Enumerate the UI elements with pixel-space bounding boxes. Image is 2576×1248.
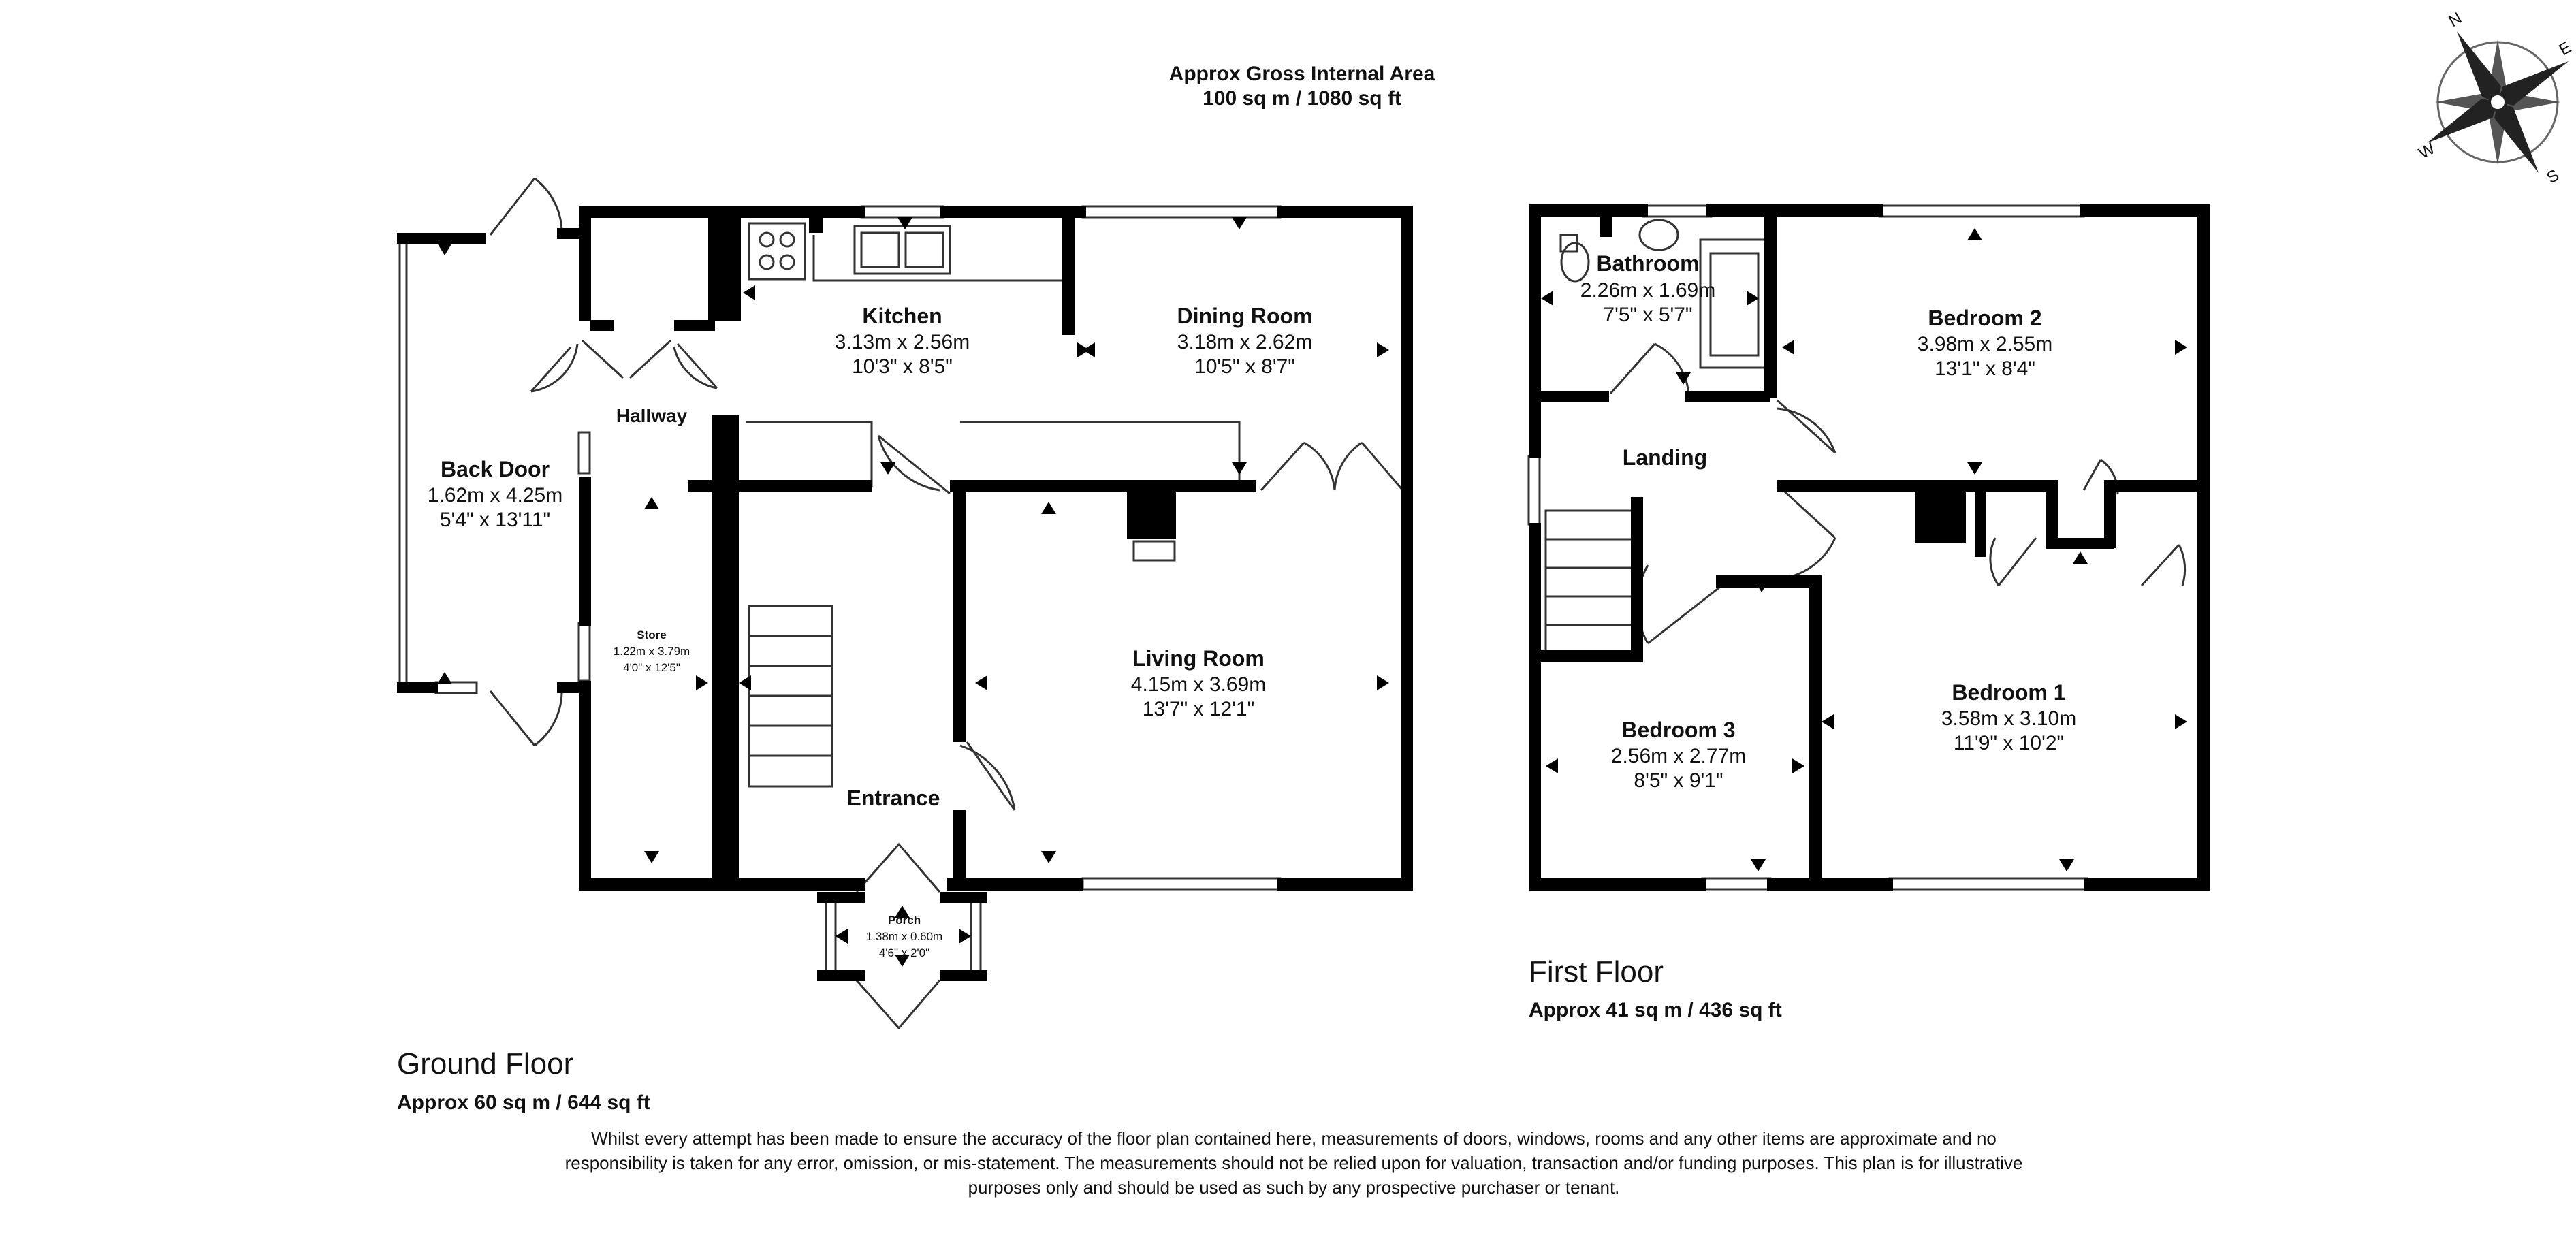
- room-name-store: Store: [637, 628, 666, 641]
- first-floor-area: Approx 41 sq m / 436 sq ft: [1529, 999, 1782, 1021]
- ground-floor-area: Approx 60 sq m / 644 sq ft: [397, 1091, 650, 1114]
- room-name-bathroom: Bathroom: [1596, 251, 1699, 276]
- compass-rose-icon: N E S W: [2416, 9, 2575, 187]
- room-imperial-bedroom-3: 8'5" x 9'1": [1634, 769, 1723, 792]
- compass-n: N: [2446, 9, 2466, 31]
- gross-area-value: 100 sq m / 1080 sq ft: [1203, 87, 1401, 110]
- room-name-back-door: Back Door: [441, 457, 550, 481]
- room-name-living-room: Living Room: [1132, 646, 1265, 671]
- room-name-dining-room: Dining Room: [1177, 304, 1312, 328]
- room-imperial-bathroom: 7'5" x 5'7": [1603, 304, 1692, 326]
- room-imperial-kitchen: 10'3" x 8'5": [852, 355, 953, 378]
- room-metric-store: 1.22m x 3.79m: [614, 645, 690, 658]
- compass-e: E: [2556, 38, 2575, 59]
- disclaimer-text: Whilst every attempt has been made to en…: [565, 1128, 2023, 1198]
- room-metric-living-room: 4.15m x 3.69m: [1131, 673, 1266, 696]
- room-name-bedroom-3: Bedroom 3: [1621, 718, 1735, 742]
- room-metric-bedroom-3: 2.56m x 2.77m: [1611, 745, 1746, 767]
- first-floor-plan: Bathroom 2.26m x 1.69m 7'5" x 5'7" Bedro…: [1527, 204, 2210, 891]
- room-imperial-living-room: 13'7" x 12'1": [1143, 698, 1255, 720]
- gross-area-title: Approx Gross Internal Area: [1169, 63, 1435, 85]
- room-imperial-porch: 4'6" x 2'0": [879, 946, 929, 959]
- room-metric-bedroom-2: 3.98m x 2.55m: [1918, 333, 2052, 355]
- room-imperial-bedroom-2: 13'1" x 8'4": [1935, 357, 2035, 380]
- room-name-kitchen: Kitchen: [862, 304, 942, 328]
- room-metric-back-door: 1.62m x 4.25m: [428, 484, 562, 507]
- room-imperial-back-door: 5'4" x 13'11": [440, 509, 550, 531]
- ground-floor-title: Ground Floor: [397, 1047, 574, 1081]
- room-name-hallway: Hallway: [616, 405, 688, 426]
- compass-w: W: [2416, 139, 2438, 163]
- room-name-bedroom-1: Bedroom 1: [1952, 680, 2065, 705]
- room-name-entrance: Entrance: [847, 786, 940, 810]
- room-metric-kitchen: 3.13m x 2.56m: [835, 331, 970, 353]
- ground-floor-plan: Back Door 1.62m x 4.25m 5'4" x 13'11" Ha…: [397, 177, 1413, 1030]
- room-metric-bathroom: 2.26m x 1.69m: [1580, 279, 1715, 302]
- room-imperial-store: 4'0" x 12'5": [623, 661, 680, 674]
- room-name-porch: Porch: [888, 914, 921, 927]
- room-imperial-dining-room: 10'5" x 8'7": [1194, 355, 1295, 378]
- compass-s: S: [2544, 166, 2562, 187]
- room-imperial-bedroom-1: 11'9" x 10'2": [1954, 732, 2064, 754]
- first-floor-title: First Floor: [1529, 955, 1664, 989]
- room-metric-porch: 1.38m x 0.60m: [866, 930, 942, 943]
- room-name-bedroom-2: Bedroom 2: [1928, 306, 2041, 330]
- room-name-landing: Landing: [1623, 445, 1707, 470]
- room-metric-dining-room: 3.18m x 2.62m: [1177, 331, 1312, 353]
- room-metric-bedroom-1: 3.58m x 3.10m: [1941, 707, 2076, 730]
